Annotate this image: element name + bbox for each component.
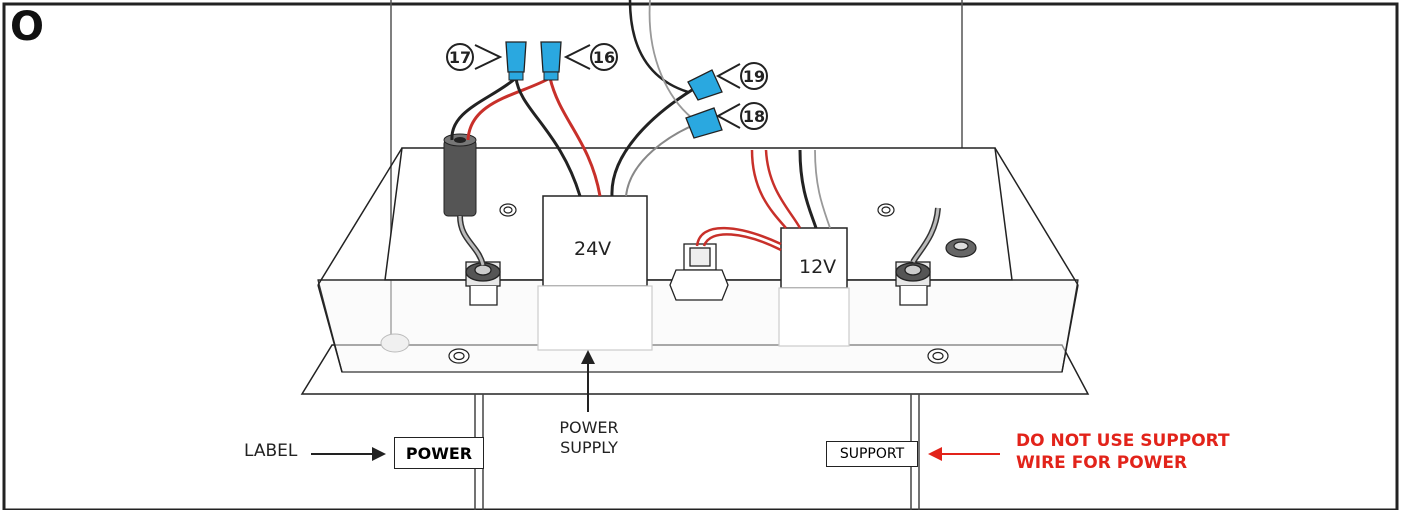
- faded-foot: [380, 333, 410, 353]
- wire-nut-18: [685, 107, 723, 139]
- mounting-holes: [448, 203, 949, 364]
- arrow-16: [563, 44, 591, 70]
- transformer-12v-label: 12V: [799, 256, 837, 278]
- support-grommet: [945, 238, 977, 258]
- power-supply-label: POWER SUPPLY: [520, 418, 658, 458]
- power-supply-line1: POWER: [559, 418, 619, 437]
- warning-arrow: [928, 447, 942, 461]
- callout-18: 18: [740, 102, 768, 130]
- wire-nut-19: [687, 69, 723, 101]
- transformer-12v: [778, 227, 850, 347]
- warning-line1: DO NOT USE SUPPORT: [1016, 431, 1230, 451]
- power-supply-arrow: [581, 350, 595, 364]
- power-supply-line2: SUPPLY: [560, 438, 618, 457]
- wire-nut-16: [540, 41, 562, 81]
- warning-line2: WIRE FOR POWER: [1016, 453, 1188, 473]
- switch-connector: [669, 243, 729, 301]
- power-tag: POWER: [394, 437, 484, 469]
- left-strain-relief: [465, 261, 501, 306]
- ferrite-core: [443, 133, 477, 217]
- callout-16: 16: [590, 43, 618, 71]
- support-tag: SUPPORT: [826, 441, 918, 467]
- wire-nut-17: [505, 41, 527, 81]
- step-letter: O: [10, 4, 45, 50]
- transformer-24v-label: 24V: [574, 238, 612, 260]
- warning-text: DO NOT USE SUPPORT WIRE FOR POWER: [1016, 430, 1230, 474]
- transformer-24v: [537, 195, 653, 351]
- callout-17: 17: [446, 43, 474, 71]
- arrow-17: [474, 44, 503, 70]
- arrow-19: [715, 63, 741, 89]
- callout-19: 19: [740, 62, 768, 90]
- label-text: LABEL: [244, 441, 298, 461]
- arrow-18: [715, 103, 741, 129]
- right-strain-relief: [895, 261, 931, 306]
- label-arrow: [372, 447, 386, 461]
